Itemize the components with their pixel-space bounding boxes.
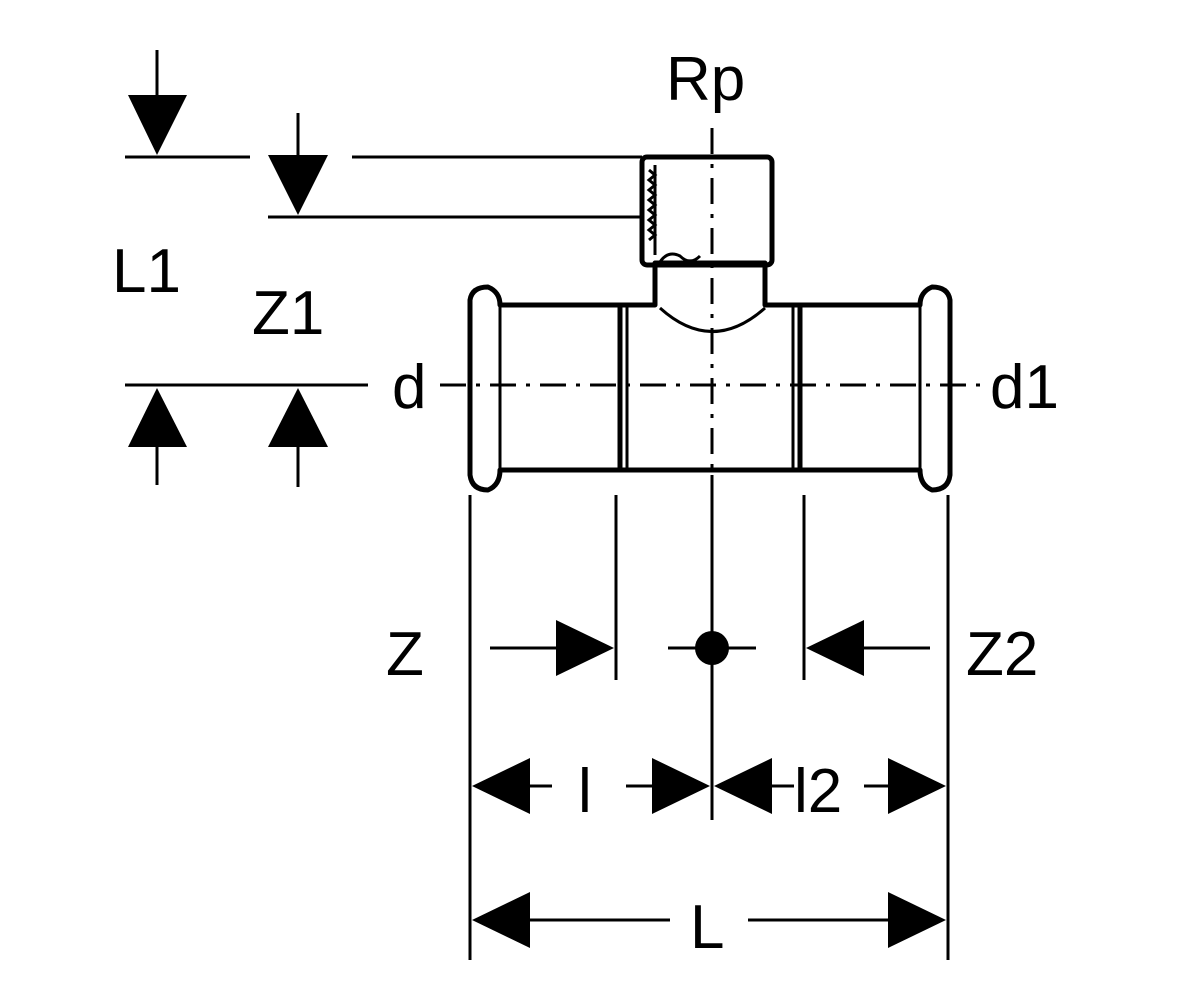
z-arrow <box>556 620 614 676</box>
z1-arrow-bottom <box>268 388 328 447</box>
dimension-l-total: L <box>472 892 946 962</box>
d1-label: d1 <box>990 353 1059 422</box>
dimension-l1-z1: L1 Z1 <box>112 50 642 487</box>
tee-run-outline <box>467 260 953 493</box>
l-total-left-arrow <box>472 892 530 948</box>
z2-label: Z2 <box>966 620 1038 689</box>
tee-body <box>467 154 953 493</box>
l-total-right-arrow <box>888 892 946 948</box>
l-total-label: L <box>690 893 724 962</box>
l2-label: l2 <box>794 757 842 826</box>
l2-left-arrow <box>714 758 772 814</box>
l-right-arrow <box>652 758 710 814</box>
l-left-arrow <box>472 758 530 814</box>
z1-arrow-top <box>268 155 328 215</box>
thread-break <box>658 252 702 263</box>
l1-label: L1 <box>112 237 181 306</box>
dimension-l-l2: l l2 <box>472 757 946 826</box>
dimension-z-z2: Z Z2 <box>386 620 1038 689</box>
z1-label: Z1 <box>252 279 324 348</box>
threaded-outlet-body <box>639 154 775 268</box>
l1-arrow-top <box>128 95 187 155</box>
l-label: l <box>578 757 592 826</box>
z2-arrow <box>806 620 864 676</box>
thread-teeth <box>646 168 658 242</box>
l1-arrow-bottom <box>128 388 187 447</box>
rp-label: Rp <box>666 45 745 114</box>
z-label: Z <box>386 620 424 689</box>
d-label: d <box>392 353 426 422</box>
branch-bore-arc <box>658 306 766 333</box>
center-point-dot <box>695 631 729 665</box>
l2-right-arrow <box>888 758 946 814</box>
